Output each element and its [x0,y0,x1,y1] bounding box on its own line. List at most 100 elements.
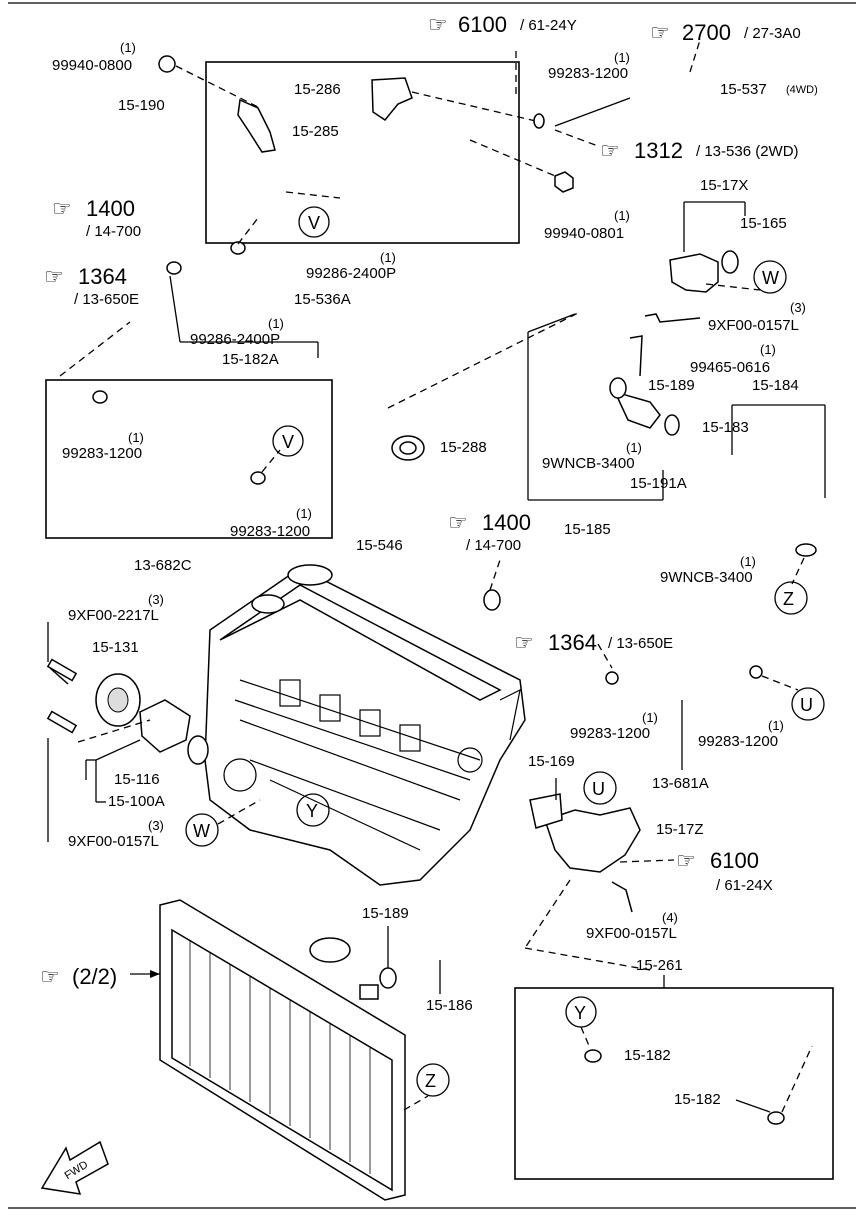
svg-text:/ 61-24X: / 61-24X [716,877,773,894]
svg-text:1364: 1364 [78,264,127,289]
hand-pointer-icon: ☞ [44,264,64,289]
radiator [159,899,406,1201]
fwd-arrow-icon: FWD [40,1140,109,1195]
label-15-17Z: 15-17Z [656,821,704,838]
bolt-9XF00-0157L-outlet [611,881,633,913]
label-15-165: 15-165 [740,215,787,232]
oil-cap [287,564,333,586]
svg-text:/ 14-700: / 14-700 [466,537,521,554]
water-outlet-15-17Z [544,807,641,873]
bolt-9XF00-0157L-pump [46,710,78,734]
clamp-99283-1200-top [533,113,545,129]
callout-v-top [298,206,330,238]
callout-z-right-label: Z [783,589,794,609]
label-99286-2400P-a: 99286-2400P [306,265,396,282]
group-box-15-261 [514,987,834,1180]
label-13-682C: 13-682C [134,557,192,574]
gasket-15-165 [721,250,739,274]
label-99283-1200-v2: 99283-1200 [230,523,310,540]
qty-99286-2400P-a: (1) [380,250,396,265]
callout-w-engine [185,813,219,847]
callout-u-engine-label: U [592,779,605,799]
hand-pointer-icon: ☞ [650,20,670,45]
svg-text:/ 14-700: / 14-700 [86,223,141,240]
label-9XF00-0157L-a: 9XF00-0157L [708,317,799,334]
qty-9WNCB-3400-b: (1) [740,554,756,569]
label-15-536A: 15-536A [294,291,351,308]
hand-pointer-icon: ☞ [676,848,696,873]
svg-text:6100: 6100 [458,12,507,37]
bolt-99465-0616 [629,335,643,377]
label-15-182-a: 15-182 [624,1047,671,1064]
label-15-182A: 15-182A [222,351,279,368]
group-box-15-190 [205,61,520,244]
label-99465-0616: 99465-0616 [690,359,770,376]
clamp-15-182-a [584,1049,602,1063]
bracket-15-285 [237,98,276,153]
ref-1364-left: ☞ 1364 / 13-650E [44,264,139,308]
callout-v-left-label: V [282,432,294,452]
svg-text:2700: 2700 [682,20,731,45]
label-99940-0800: 99940-0800 [52,57,132,74]
label-15-116: 15-116 [114,771,160,788]
label-15-261: 15-261 [636,957,683,974]
engine-block [204,564,526,886]
label-15-286: 15-286 [294,81,341,98]
label-13-681A: 13-681A [652,775,709,792]
qty-99286-2400P-b: (1) [268,316,284,331]
nut-99940-0800 [158,55,176,73]
clamp-99286-2400P-b [166,261,182,275]
label-15-189-b: 15-189 [362,905,409,922]
ref-1400-mid: ☞ 1400 / 14-700 [448,510,531,554]
ref-2-2: ☞ (2/2) [40,964,117,989]
label-15-131: 15-131 [92,639,139,656]
svg-text:1312: 1312 [634,138,683,163]
water-pump-15-116 [139,699,191,753]
svg-text:/ 13-536 (2WD): / 13-536 (2WD) [696,143,799,160]
svg-text:(2/2): (2/2) [72,964,117,989]
callout-z-radiator [416,1063,450,1097]
label-9WNCB-3400-b: 9WNCB-3400 [660,569,753,586]
callout-z-radiator-label: Z [425,1071,436,1091]
radiator-cap [309,937,351,963]
svg-text:1400: 1400 [86,196,135,221]
callout-v-top-label: V [308,213,320,233]
qty-9XF00-2217L: (3) [148,592,164,607]
svg-text:/ 27-3A0: / 27-3A0 [744,25,801,42]
clamp-15-189-a [664,414,680,436]
label-99283-1200-top: 99283-1200 [548,65,628,82]
clamp-9WNCB-3400-b [795,543,817,557]
clamp-15-189-b [379,967,397,989]
pipe-15-185 [613,390,661,429]
qty-99283-1200-v1: (1) [128,430,144,445]
svg-text:/ 13-650E: / 13-650E [74,291,139,308]
qty-9XF00-0157L-c: (4) [662,910,678,925]
label-15-546: 15-546 [356,537,403,554]
clamp-9WNCB-3400-a [609,377,627,399]
clamp-99283-1200-u1 [605,671,619,685]
hand-pointer-icon: ☞ [514,630,534,655]
callout-w-top-label: W [762,268,779,288]
clamp-15-182-b [767,1111,785,1125]
qty-99940-0801: (1) [614,208,630,223]
callout-y-engine [296,793,330,827]
bracket-15-169 [529,793,563,829]
label-9XF00-2217L: 9XF00-2217L [68,607,159,624]
svg-text:1400: 1400 [482,510,531,535]
qty-99940-0800: (1) [120,40,136,55]
label-15-183: 15-183 [702,419,749,436]
hand-pointer-icon: ☞ [40,964,60,989]
callout-v-left [272,425,304,457]
label-15-182-b: 15-182 [674,1091,721,1108]
label-99940-0801: 99940-0801 [544,225,624,242]
label-15-537: 15-537 [720,81,767,98]
callout-y-box-label: Y [574,1003,586,1023]
label-15-189-a: 15-189 [648,377,695,394]
ref-1400-top: ☞ 1400 / 14-700 [52,196,141,240]
gasket-15-100A [187,735,209,765]
label-99286-2400P-b: 99286-2400P [190,331,280,348]
hose-end-clamp [483,589,501,611]
clamp-99283-1200-u2 [749,665,763,679]
clamp-99286-2400P-a [230,241,246,255]
